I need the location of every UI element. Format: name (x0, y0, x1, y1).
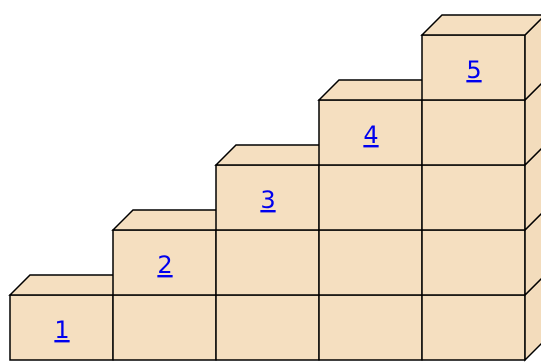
cube-front-face (319, 165, 422, 230)
cube-front-face (216, 295, 319, 360)
cube-front-face (216, 230, 319, 295)
cube-front-face (319, 295, 422, 360)
cube-front-face (113, 295, 216, 360)
step-link-3[interactable]: 3 (260, 186, 275, 214)
cube-front-face (422, 165, 525, 230)
step-link-2[interactable]: 2 (157, 251, 172, 279)
step-link-4[interactable]: 4 (363, 121, 378, 149)
step-link-1[interactable]: 1 (54, 316, 69, 344)
cube-front-face (422, 100, 525, 165)
step-link-5[interactable]: 5 (466, 56, 481, 84)
cube-front-face (319, 230, 422, 295)
cube-front-face (422, 230, 525, 295)
cube-front-face (422, 295, 525, 360)
cube-top-face (422, 15, 541, 35)
